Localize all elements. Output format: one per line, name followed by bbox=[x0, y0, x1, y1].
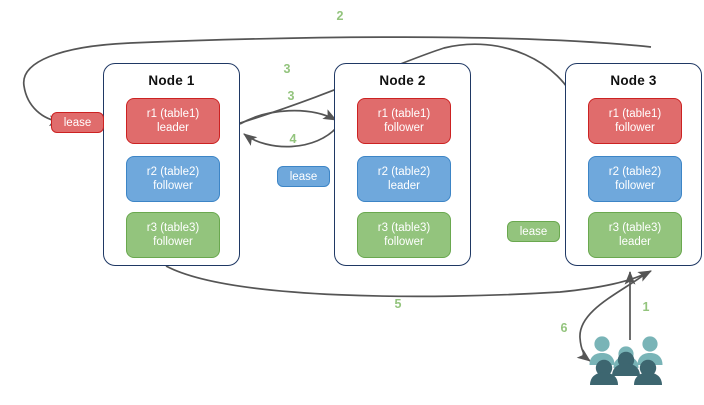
replica-r1-node2[interactable]: r1 (table1) follower bbox=[357, 98, 451, 144]
replica-r2-node1[interactable]: r2 (table2) follower bbox=[126, 156, 220, 202]
replica-line1: r3 (table3) bbox=[377, 222, 431, 234]
users-group-icon bbox=[589, 336, 663, 385]
node-title: Node 1 bbox=[148, 73, 195, 88]
replica-line1: r2 (table2) bbox=[146, 166, 200, 178]
replica-line1: r2 (table2) bbox=[608, 166, 662, 178]
replica-r3-node2[interactable]: r3 (table3) follower bbox=[357, 212, 451, 258]
node-container-2[interactable]: Node 2 r1 (table1) follower r2 (table2) … bbox=[334, 63, 471, 266]
step-label-4: 4 bbox=[289, 132, 297, 146]
lease-chip-r1[interactable]: lease bbox=[51, 112, 104, 133]
step-label-1: 1 bbox=[642, 300, 650, 314]
step-label-5: 5 bbox=[394, 297, 402, 311]
node-container-1[interactable]: Node 1 r1 (table1) leader r2 (table2) fo… bbox=[103, 63, 240, 266]
replica-line2: follower bbox=[384, 236, 424, 248]
lease-label: lease bbox=[519, 225, 548, 238]
replica-line2: follower bbox=[384, 122, 424, 134]
replica-line2: follower bbox=[615, 122, 655, 134]
replica-r1-node1[interactable]: r1 (table1) leader bbox=[126, 98, 220, 144]
step-label-6: 6 bbox=[560, 321, 568, 335]
replica-line1: r3 (table3) bbox=[146, 222, 200, 234]
replica-line2: follower bbox=[153, 180, 193, 192]
lease-label: lease bbox=[63, 116, 92, 129]
node-title: Node 3 bbox=[610, 73, 657, 88]
step-label-2: 2 bbox=[336, 9, 344, 23]
replica-r2-node2[interactable]: r2 (table2) leader bbox=[357, 156, 451, 202]
replica-line2: leader bbox=[388, 180, 420, 192]
replica-r2-node3[interactable]: r2 (table2) follower bbox=[588, 156, 682, 202]
replica-line1: r3 (table3) bbox=[608, 222, 662, 234]
replica-line2: follower bbox=[615, 180, 655, 192]
replica-line1: r2 (table2) bbox=[377, 166, 431, 178]
step-label-3b: 3 bbox=[287, 89, 295, 103]
replica-line1: r1 (table1) bbox=[377, 108, 431, 120]
lease-chip-r2[interactable]: lease bbox=[277, 166, 330, 187]
node-title: Node 2 bbox=[379, 73, 426, 88]
replica-r3-node1[interactable]: r3 (table3) follower bbox=[126, 212, 220, 258]
replica-line1: r1 (table1) bbox=[608, 108, 662, 120]
replica-line1: r1 (table1) bbox=[146, 108, 200, 120]
replica-r1-node3[interactable]: r1 (table1) follower bbox=[588, 98, 682, 144]
edge-step-3-lower bbox=[239, 109, 337, 125]
edge-step-5 bbox=[165, 265, 652, 298]
step-label-3a: 3 bbox=[283, 62, 291, 76]
node-container-3[interactable]: Node 3 r1 (table1) follower r2 (table2) … bbox=[565, 63, 702, 266]
replica-line2: leader bbox=[619, 236, 651, 248]
replica-line2: leader bbox=[157, 122, 189, 134]
replica-r3-node3[interactable]: r3 (table3) leader bbox=[588, 212, 682, 258]
lease-chip-r3[interactable]: lease bbox=[507, 221, 560, 242]
lease-label: lease bbox=[289, 170, 318, 183]
replica-line2: follower bbox=[153, 236, 193, 248]
